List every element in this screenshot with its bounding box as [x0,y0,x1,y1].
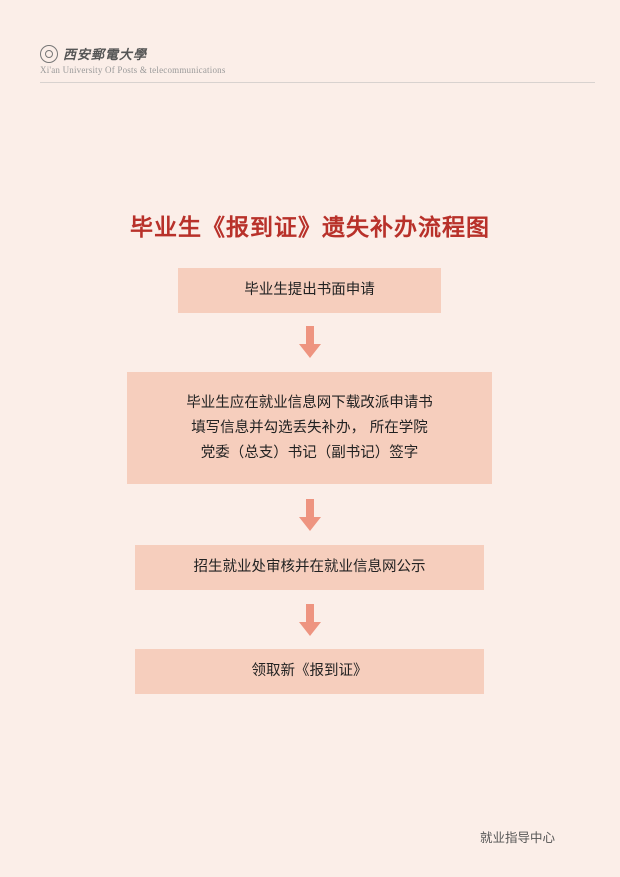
footer-department: 就业指导中心 [480,830,556,845]
flow-step-2: 毕业生应在就业信息网下载改派申请书 填写信息并勾选丢失补办， 所在学院 党委（总… [127,372,492,484]
header-divider [40,82,595,83]
down-arrow-icon [299,326,321,358]
university-seal-icon [40,44,58,63]
flow-step-2-line-2: 填写信息并勾选丢失补办， 所在学院 [191,419,428,436]
flow-step-4-text: 领取新《报到证》 [251,663,368,679]
flow-step-1-text: 毕业生提出书面申请 [244,282,375,298]
flow-step-2-text: 毕业生应在就业信息网下载改派申请书 填写信息并勾选丢失补办， 所在学院 党委（总… [186,391,433,466]
university-name-en: Xi'an University Of Posts & telecommunic… [40,65,226,75]
flow-step-1: 毕业生提出书面申请 [178,268,441,313]
flow-step-3-text: 招生就业处审核并在就业信息网公示 [193,559,426,575]
flow-step-2-line-3: 党委（总支）书记（副书记）签字 [200,444,419,461]
header: 西安郵電大學 Xi'an University Of Posts & telec… [40,44,226,75]
logo-row: 西安郵電大學 [40,44,226,63]
down-arrow-icon [299,499,321,531]
flow-step-2-line-1: 毕业生应在就业信息网下载改派申请书 [186,394,433,411]
flow-step-4: 领取新《报到证》 [135,649,484,694]
flow-step-3: 招生就业处审核并在就业信息网公示 [135,545,484,590]
down-arrow-icon [299,604,321,636]
university-name-cn: 西安郵電大學 [63,48,148,63]
page-title: 毕业生《报到证》遗失补办流程图 [130,215,490,241]
